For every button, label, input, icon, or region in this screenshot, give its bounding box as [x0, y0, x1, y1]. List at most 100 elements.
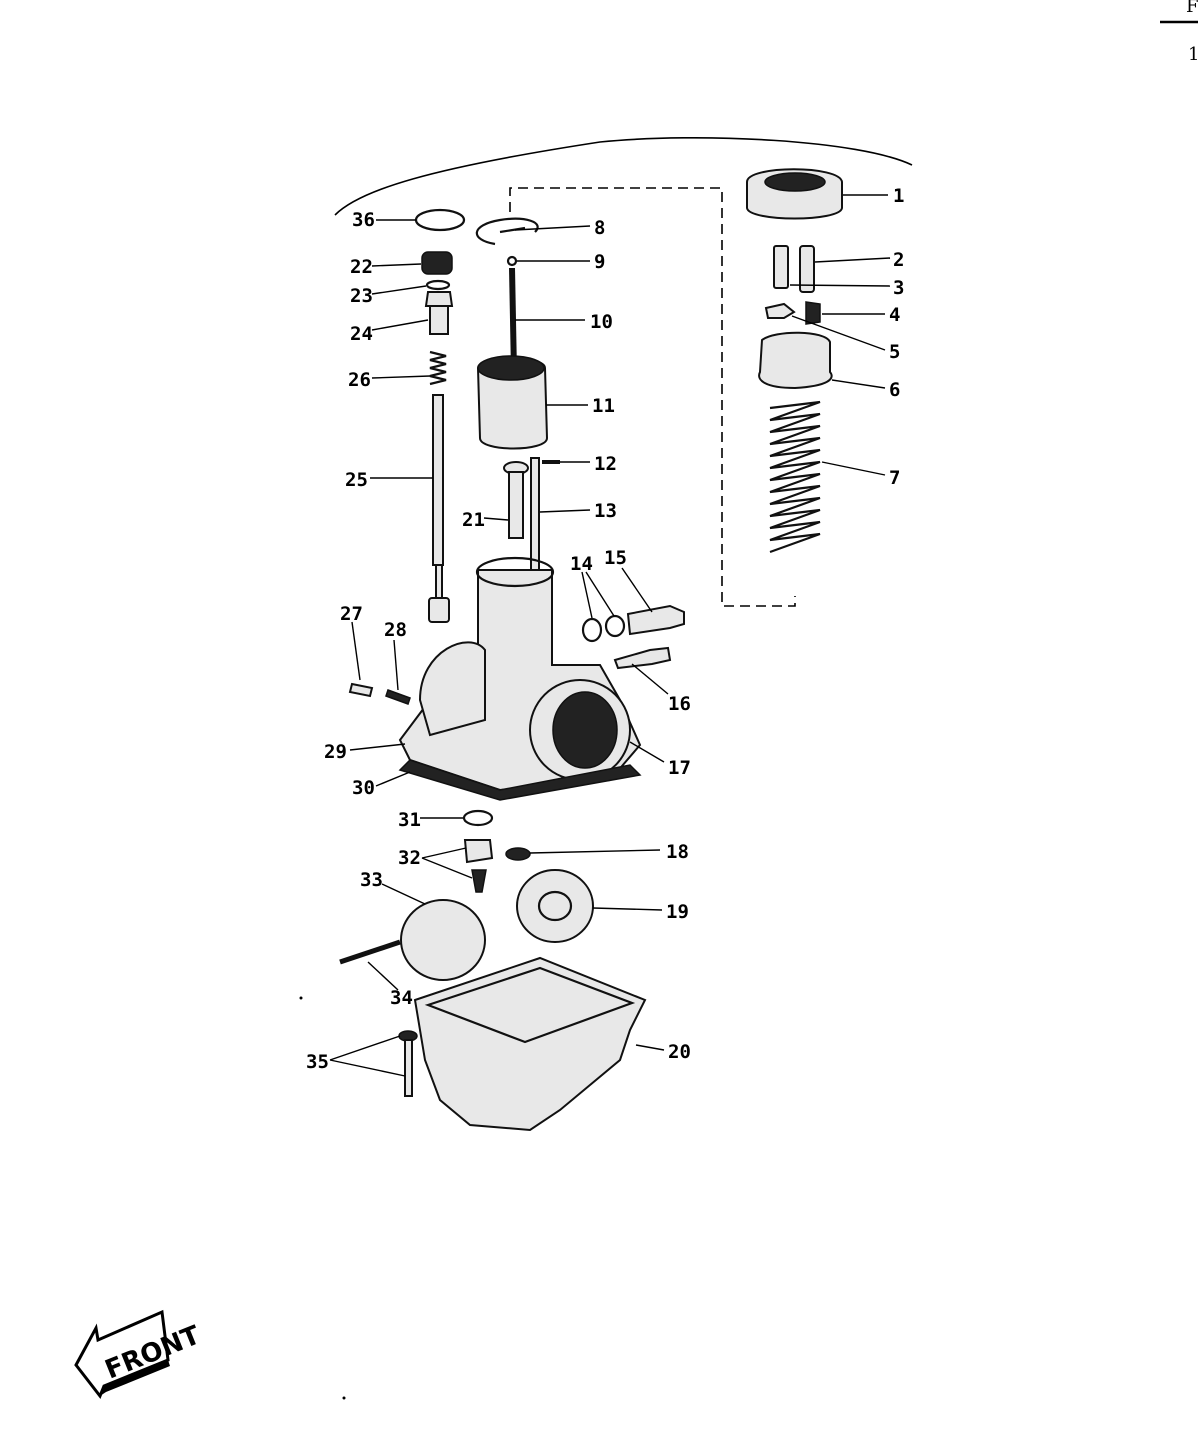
callout-10: 10 — [590, 311, 613, 333]
speck — [299, 996, 303, 1000]
leader-23 — [371, 285, 427, 295]
needle-10 — [509, 267, 517, 373]
leader-16 — [631, 663, 669, 695]
carb-intake-right-bore — [552, 691, 618, 769]
callout-12: 12 — [594, 453, 617, 475]
float-bowl-20-rim — [424, 966, 636, 1044]
ring-9 — [506, 255, 518, 267]
washer-23 — [425, 279, 451, 291]
callout-7: 7 — [889, 467, 900, 489]
leader-29 — [349, 743, 406, 751]
leader-19 — [592, 907, 663, 911]
top-6 — [758, 331, 833, 390]
callout-18: 18 — [666, 841, 689, 863]
carb-body-top — [475, 556, 555, 588]
washer-31 — [462, 809, 494, 827]
needle-32 — [471, 869, 487, 893]
spring-7 — [769, 400, 821, 554]
callout-5: 5 — [889, 341, 900, 363]
valve-32 — [463, 839, 494, 864]
leader-13 — [539, 509, 591, 513]
callout-28: 28 — [384, 619, 407, 641]
carb-intake-left — [418, 641, 486, 737]
bolt-16 — [613, 646, 672, 670]
callout-1: 1 — [893, 185, 904, 207]
screw-35 — [404, 1039, 413, 1097]
callout-29: 29 — [324, 741, 347, 763]
fitting-24 — [424, 291, 454, 335]
rod-25-end — [428, 597, 450, 623]
callout-30: 30 — [352, 777, 375, 799]
corner-bottom-mark: 1 — [1188, 44, 1198, 65]
callout-23: 23 — [350, 285, 373, 307]
callout-14: 14 — [570, 553, 593, 575]
tube-13 — [530, 457, 540, 571]
leader-7 — [821, 461, 886, 476]
callout-26: 26 — [348, 369, 371, 391]
leader-32a — [421, 847, 467, 859]
rod-25 — [432, 394, 444, 566]
o-ring-36 — [414, 208, 466, 232]
leader-33 — [381, 883, 426, 905]
spring-28 — [385, 689, 411, 705]
leader-14b — [585, 571, 615, 617]
callout-20: 20 — [668, 1041, 691, 1063]
screw-3 — [773, 245, 789, 289]
callout-13: 13 — [594, 500, 617, 522]
callout-27: 27 — [340, 603, 363, 625]
bolt-2 — [799, 245, 815, 293]
callout-35: 35 — [306, 1051, 329, 1073]
rod-25-tip — [435, 564, 443, 601]
callout-2: 2 — [893, 249, 904, 271]
leader-34 — [367, 961, 399, 991]
washer-14b — [604, 614, 626, 638]
pin-34 — [339, 939, 401, 965]
leader-8 — [514, 225, 591, 231]
leader-14a — [581, 571, 593, 619]
bolt-15 — [626, 604, 685, 636]
leader-26 — [371, 375, 431, 379]
callout-15: 15 — [604, 547, 627, 569]
leader-21 — [483, 517, 509, 521]
jet-21-body — [508, 471, 524, 539]
callout-17: 17 — [668, 757, 691, 779]
float-19-center — [537, 890, 573, 922]
leader-32b — [421, 857, 473, 879]
leader-24 — [371, 319, 429, 331]
leader-17 — [629, 741, 665, 763]
leader-27 — [351, 621, 361, 681]
callout-24: 24 — [350, 323, 373, 345]
float-19 — [516, 869, 594, 943]
washer-18 — [505, 847, 531, 861]
front-arrow: FRONT — [74, 1309, 205, 1399]
callout-6: 6 — [889, 379, 900, 401]
washer-14a — [581, 617, 603, 643]
slide-11-top — [477, 355, 545, 381]
callout-19: 19 — [666, 901, 689, 923]
cap-22 — [421, 251, 453, 275]
leader-3 — [789, 284, 891, 287]
nut-5 — [764, 302, 796, 319]
callout-11: 11 — [592, 395, 615, 417]
callout-22: 22 — [350, 256, 373, 278]
leader-22 — [371, 263, 422, 267]
frame-curve — [334, 137, 913, 216]
callout-25: 25 — [345, 469, 368, 491]
leader-6 — [831, 379, 886, 389]
spring-4 — [805, 301, 821, 325]
corner-top-mark: F — [1186, 0, 1198, 17]
callout-4: 4 — [889, 304, 900, 326]
callout-31: 31 — [398, 809, 421, 831]
screw-27 — [348, 682, 374, 698]
float-bowl-20 — [413, 956, 647, 1132]
callout-33: 33 — [360, 869, 383, 891]
callout-8: 8 — [594, 217, 605, 239]
leader-20 — [635, 1044, 665, 1051]
leader-30 — [375, 771, 411, 787]
leader-2 — [814, 257, 891, 263]
callout-3: 3 — [893, 277, 904, 299]
speck — [342, 1396, 346, 1400]
leader-35b — [329, 1059, 406, 1077]
gasket-30 — [398, 759, 642, 801]
